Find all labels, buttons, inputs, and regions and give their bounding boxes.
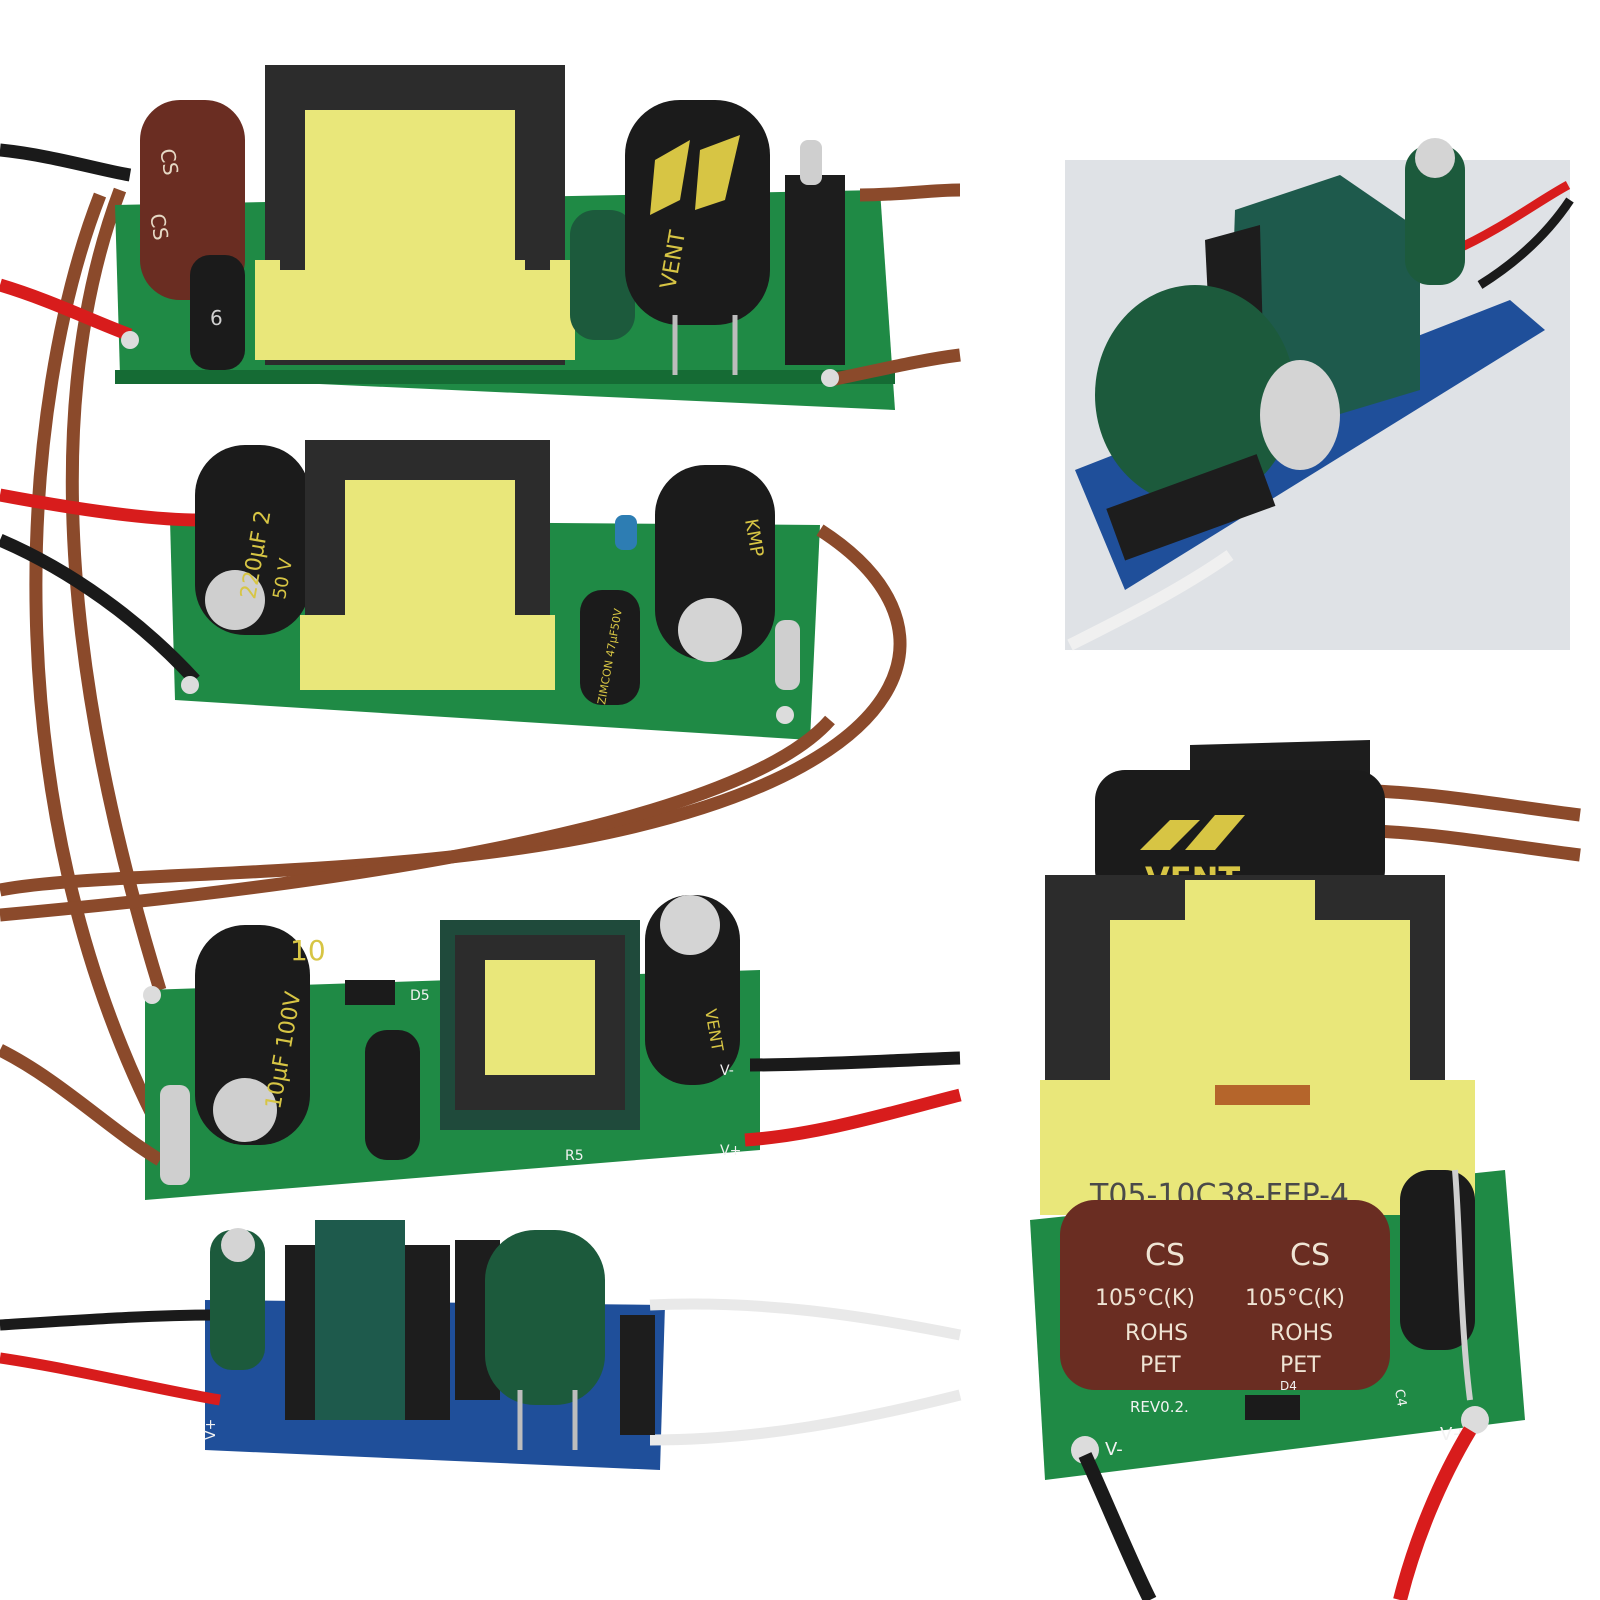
transformer-tab — [1185, 880, 1315, 925]
brown-wire — [828, 348, 961, 387]
capacitor-lead — [1452, 1169, 1473, 1401]
detail-photo-blue-board — [1065, 138, 1574, 651]
red-wire — [1393, 1426, 1477, 1600]
silk-label: C4 — [1391, 1388, 1409, 1408]
transformer-winding — [345, 480, 515, 615]
cap-label: CS — [1290, 1238, 1330, 1273]
resistor — [775, 620, 800, 690]
cap-label: 105°C(K) — [1245, 1286, 1345, 1311]
silk-label: REV0.2. — [1130, 1398, 1189, 1416]
rectifier-block — [785, 175, 845, 365]
green-capacitor — [485, 1230, 605, 1405]
black-wire — [0, 143, 132, 182]
diode — [345, 980, 395, 1005]
small-capacitor — [365, 1030, 420, 1160]
cap-value-b: 10 — [290, 934, 326, 967]
cs-capacitor — [1060, 1200, 1390, 1390]
black-wire — [1078, 1452, 1157, 1600]
brown-wire — [859, 183, 961, 202]
cap-label: 105°C(K) — [1095, 1286, 1195, 1311]
vent-logo — [1185, 815, 1245, 850]
brown-wire — [0, 524, 907, 897]
black-wire — [749, 1051, 961, 1072]
smd-resistor — [1245, 1395, 1300, 1420]
large-green-capacitor — [1095, 285, 1295, 505]
brown-wire — [0, 715, 835, 922]
black-wire — [0, 1309, 216, 1331]
red-wire — [744, 1088, 962, 1147]
vent-capacitor — [1095, 770, 1385, 900]
small-label: 6 — [210, 306, 223, 330]
silk-label: V- — [720, 1063, 734, 1079]
pcb-edge — [115, 370, 895, 384]
cap-label: ROHS — [1125, 1321, 1188, 1346]
detail-photo-closeup: VENT T05-10C38-FEP-4 CS CS 105°C(K) 105°… — [1015, 740, 1581, 1600]
small-capacitor — [190, 255, 245, 370]
small-capacitor — [1405, 145, 1465, 285]
transformer-winding — [1110, 920, 1410, 1090]
transformer-bobbin — [255, 260, 575, 360]
capacitor-top — [1260, 360, 1340, 470]
brown-wire — [0, 1044, 164, 1166]
core-slot — [280, 80, 305, 270]
copper-winding — [1215, 1085, 1310, 1105]
pin-header — [1106, 454, 1276, 561]
white-wire — [649, 1389, 962, 1446]
cap-label: CS — [155, 147, 183, 177]
resistor — [160, 1085, 190, 1185]
vent-logo — [1140, 820, 1200, 850]
silk-label: V- — [1105, 1439, 1123, 1460]
white-wire — [1067, 550, 1234, 651]
white-wire — [649, 1298, 962, 1341]
black-wire — [1477, 197, 1574, 289]
silk-label: V+ — [720, 1143, 741, 1159]
silk-label: D4 — [1280, 1379, 1297, 1393]
vent-logo — [695, 135, 740, 210]
small-capacitor — [580, 590, 640, 705]
green-capacitor — [570, 210, 635, 340]
vent-capacitor — [625, 100, 770, 325]
transformer-bobbin — [315, 1220, 405, 1420]
transformer-winding — [485, 960, 595, 1075]
led-driver-board-1: CS CS 6 VENT — [0, 65, 961, 1133]
cap-label: ROHS — [1270, 1321, 1333, 1346]
red-wire — [1453, 181, 1571, 255]
silk-label: R5 — [565, 1148, 584, 1164]
cap-label: PET — [1280, 1353, 1321, 1378]
transformer-winding — [305, 110, 515, 260]
cap-label: PET — [1140, 1353, 1181, 1378]
transformer-bobbin — [300, 615, 555, 690]
cs-capacitor — [140, 100, 245, 300]
led-driver-board-3: 10μF 100V 10 D5 R5 VENT V- V+ — [0, 895, 962, 1200]
brown-wire — [29, 192, 166, 1133]
red-wire — [0, 1352, 221, 1406]
vent-logo — [650, 140, 690, 215]
resistor — [800, 140, 822, 185]
black-wire — [0, 534, 200, 685]
core-slot — [525, 80, 550, 270]
led-driver-board-2: 220μF 2 50 V ZIMCON 47μF50V KMP — [0, 440, 907, 922]
small-capacitor — [210, 1230, 265, 1370]
red-wire — [0, 488, 201, 527]
silk-label: V+ — [203, 1419, 219, 1440]
silk-label: D5 — [410, 988, 430, 1004]
led-driver-board-4: V+ — [0, 1220, 962, 1470]
pin-header — [620, 1315, 655, 1435]
cap-label: CS — [1145, 1238, 1185, 1273]
red-wire — [0, 278, 133, 342]
cap-label: CS — [145, 212, 173, 242]
blue-capacitor — [615, 515, 637, 550]
